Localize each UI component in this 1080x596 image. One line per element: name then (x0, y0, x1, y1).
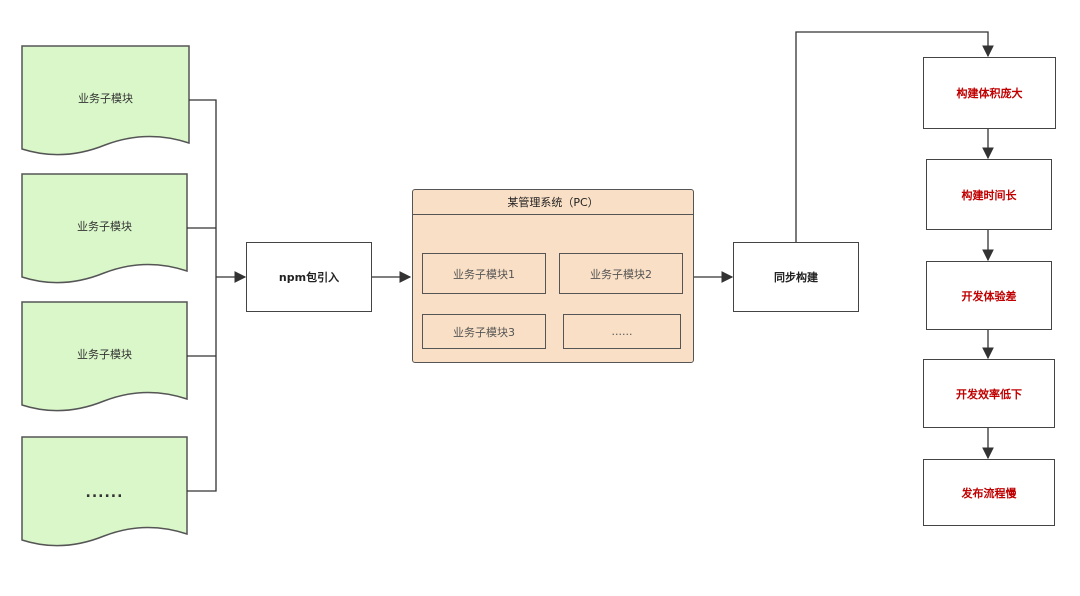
system-module-box: ...... (563, 314, 681, 349)
sub-module-doc-shape (21, 45, 190, 156)
problem-box: 构建体积庞大 (923, 57, 1056, 129)
sub-module-doc-shape (21, 436, 188, 547)
arrow-to-problems (795, 31, 994, 242)
management-system-title: 某管理系统（PC） (413, 190, 693, 215)
problem-box: 发布流程慢 (923, 459, 1055, 526)
problem-box: 开发体验差 (926, 261, 1052, 330)
npm-import-box: npm包引入 (246, 242, 372, 312)
problem-box: 构建时间长 (926, 159, 1052, 230)
sub-module-doc-shape (21, 301, 188, 412)
system-module-box: 业务子模块1 (422, 253, 546, 294)
problem-box: 开发效率低下 (923, 359, 1055, 428)
system-module-box: 业务子模块3 (422, 314, 546, 349)
sync-build-box: 同步构建 (733, 242, 859, 312)
management-system-panel: 某管理系统（PC） 业务子模块1 业务子模块2 业务子模块3 ...... (412, 189, 694, 363)
sub-module-doc-shape (21, 173, 188, 284)
system-module-box: 业务子模块2 (559, 253, 683, 294)
connector-line (187, 99, 217, 492)
